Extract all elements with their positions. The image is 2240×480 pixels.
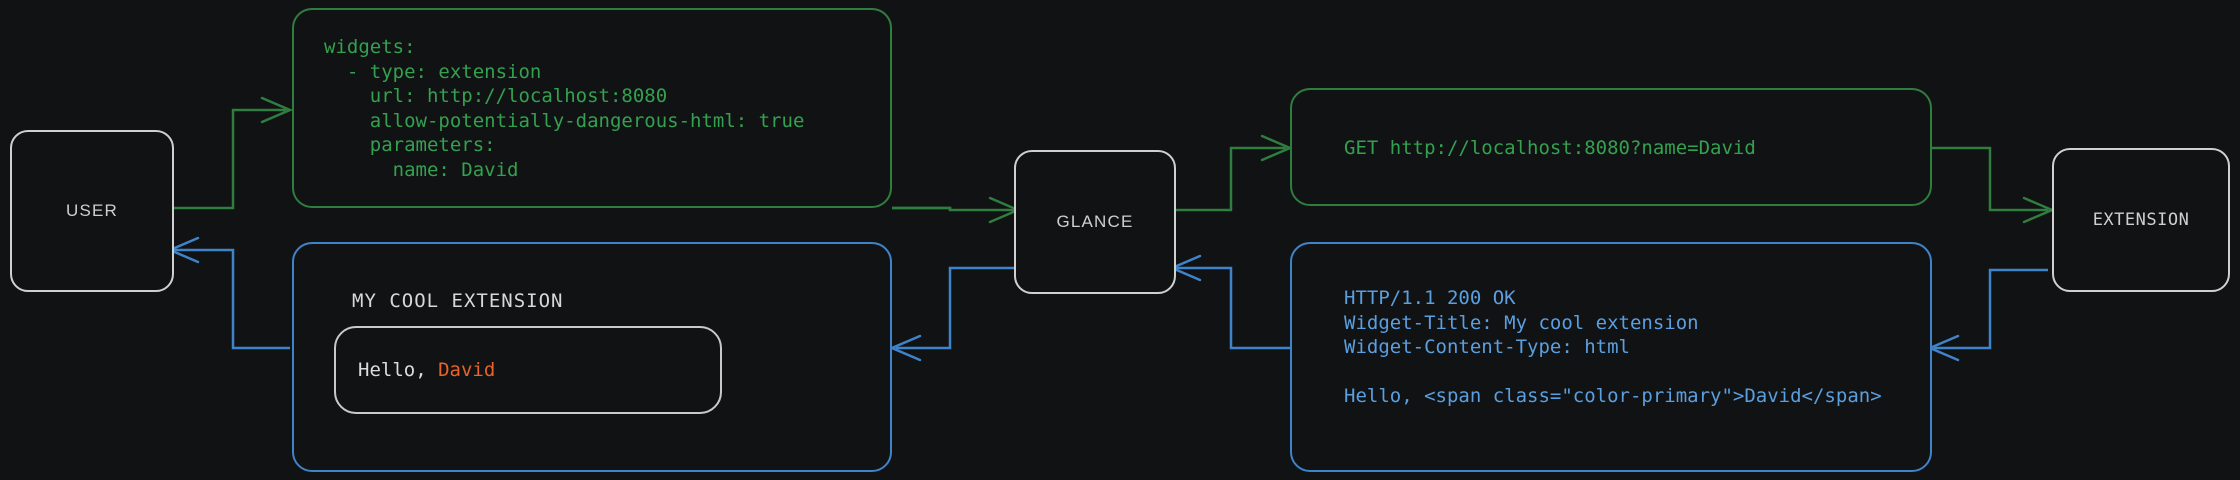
rendered-widget-body: Hello, David [336,359,495,381]
node-extension-label: EXTENSION [2092,210,2190,230]
message-card-rendered-widget[interactable]: MY COOL EXTENSION Hello, David [292,242,892,472]
node-user[interactable]: USER [10,130,174,292]
node-extension[interactable]: EXTENSION [2052,148,2230,292]
rendered-widget-title: MY COOL EXTENSION [352,290,564,312]
rendered-widget-body-prefix: Hello, [358,359,439,381]
node-user-label: USER [65,201,119,220]
message-card-http-response[interactable]: HTTP/1.1 200 OK Widget-Title: My cool ex… [1290,242,1932,472]
http-request-text: GET http://localhost:8080?name=David [1344,137,1756,159]
arrow-glance-to-rendered [888,266,1014,362]
message-card-yaml-config[interactable]: widgets: - type: extension url: http://l… [292,8,892,208]
http-response-text: HTTP/1.1 200 OK Widget-Title: My cool ex… [1344,287,1882,407]
node-glance-label: GLANCE [1056,212,1134,231]
arrow-response-to-glance [1168,254,1290,350]
arrow-user-to-config [170,96,294,210]
message-card-http-request[interactable]: GET http://localhost:8080?name=David [1290,88,1932,206]
arrow-glance-to-request [1172,134,1294,212]
arrow-extension-to-response [1926,268,2048,362]
arrow-config-to-glance [892,196,1022,224]
yaml-config-text: widgets: - type: extension url: http://l… [324,36,805,181]
arrow-request-to-extension [1932,146,2056,224]
rendered-widget-body-accent: David [438,359,496,381]
rendered-widget-body-card: Hello, David [334,326,722,414]
arrow-rendered-to-user [166,236,290,350]
node-glance[interactable]: GLANCE [1014,150,1176,294]
